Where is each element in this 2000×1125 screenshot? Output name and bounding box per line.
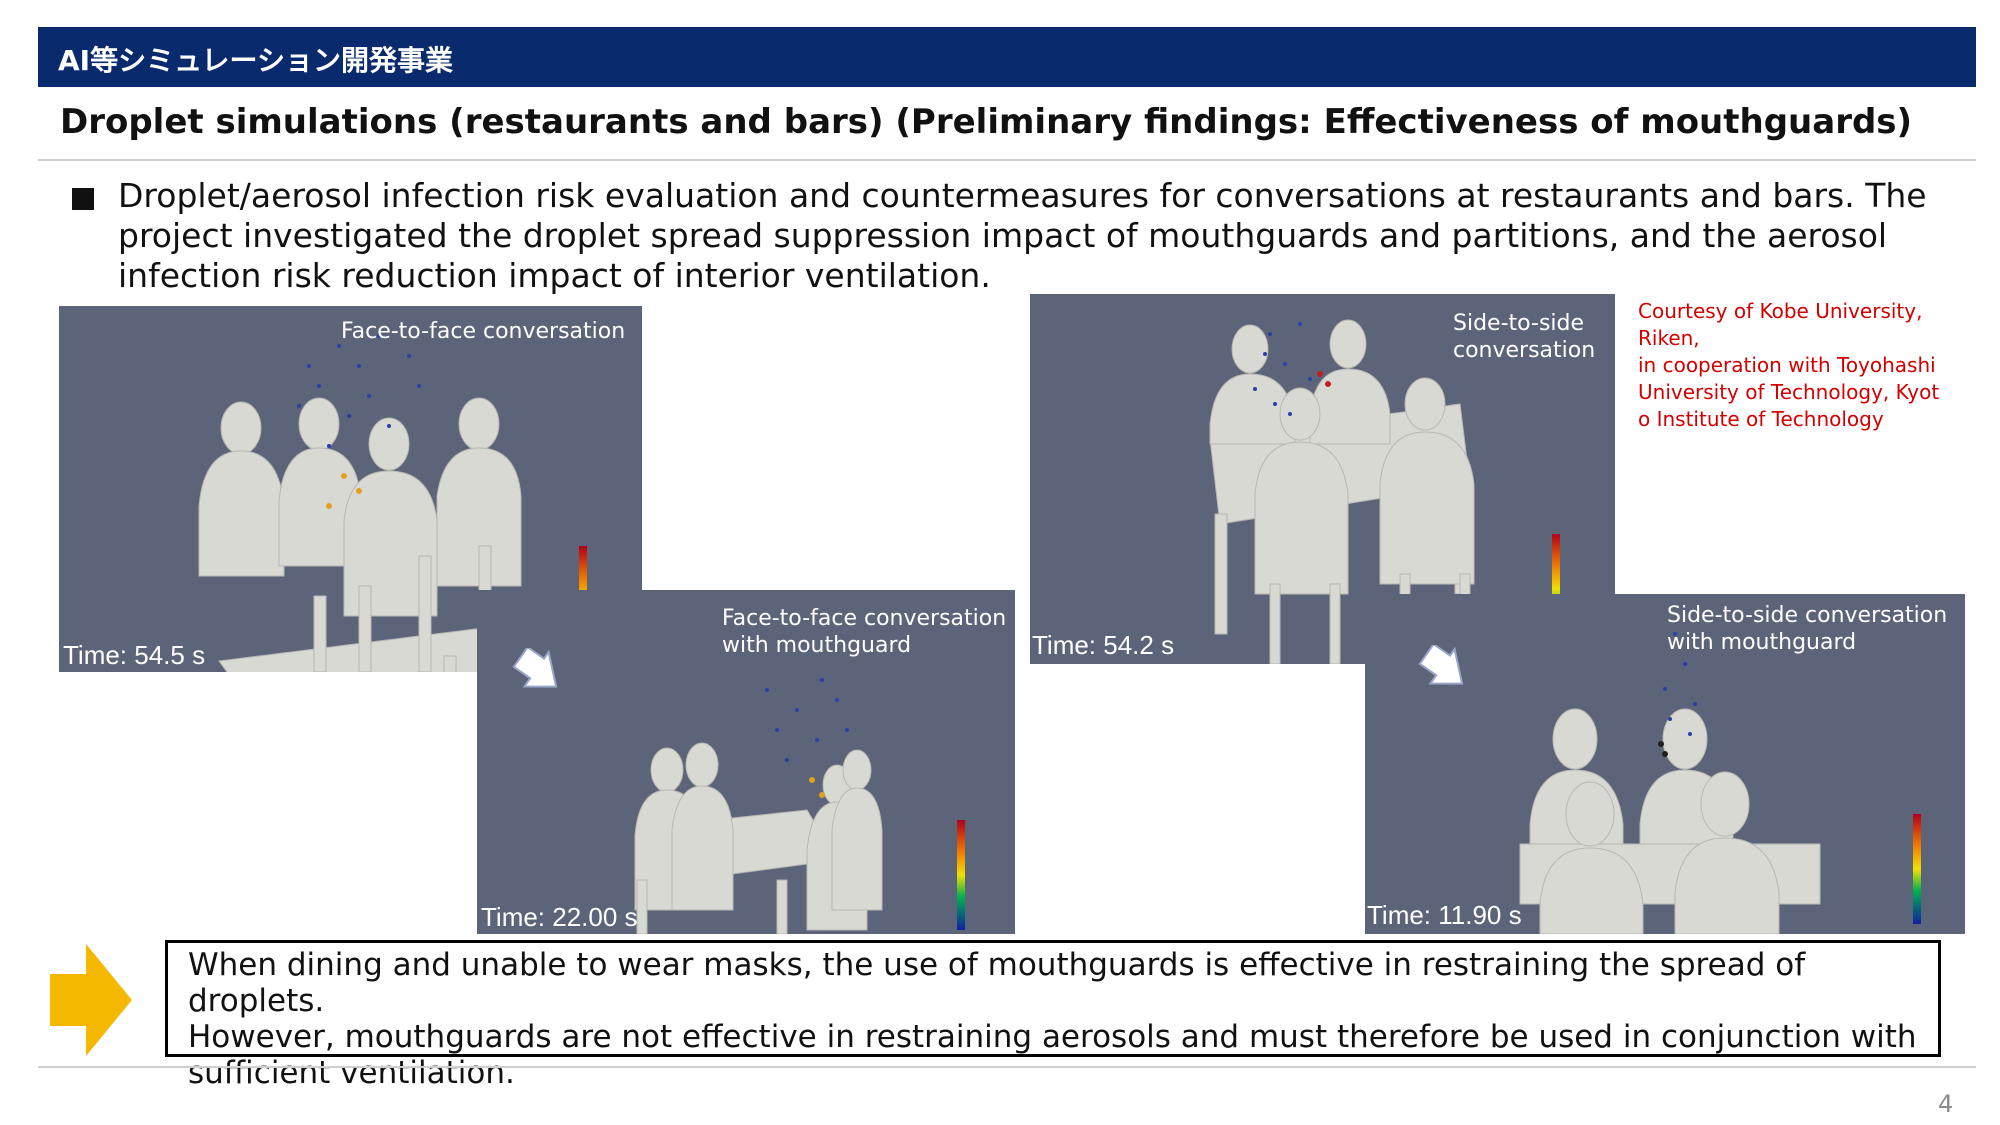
arrow-down-right-icon [512,648,558,688]
panel-label-line-1: Face-to-face conversation [722,606,1007,631]
conclusion-line: sufficient ventilation. [188,1055,515,1091]
panel-time: Time: 54.2 s [1032,630,1175,660]
simulation-face-to-face-mouthguard: Face-to-face conversation with mouthguar… [477,590,1015,934]
credit-line: Riken, [1638,326,1700,350]
panel-label-line-2: with mouthguard [722,633,912,658]
credit-line: in cooperation with Toyohashi [1638,353,1936,377]
arrow-down-right-icon [1418,645,1464,685]
conclusion-line: When dining and unable to wear masks, th… [188,947,1806,1019]
panel-label-line-2: conversation [1453,338,1596,363]
simulation-side-to-side-mouthguard: Side-to-side conversation with mouthguar… [1365,594,1965,934]
intro-paragraph: Droplet/aerosol infection risk evaluatio… [118,176,1927,295]
simulation-render-face-to-face-mouthguard [634,648,965,934]
bullet-square-icon [72,188,94,210]
header-label: AI等シミュレーション開発事業 [58,44,453,77]
simulation-side-to-side: Side-to-side conversation Time: 54.2 s [1030,294,1615,664]
panel-time: Time: 11.90 s [1367,900,1522,930]
footer-divider [38,1066,1976,1068]
simulation-render-side-to-side [1209,319,1560,664]
credit-text: Courtesy of Kobe University, Riken, in c… [1638,298,1978,433]
title-divider [38,159,1976,161]
page-title: Droplet simulations (restaurants and bar… [60,102,1913,142]
panel-time: Time: 22.00 s [481,902,638,932]
credit-line: o Institute of Technology [1638,407,1884,431]
conclusion-box: When dining and unable to wear masks, th… [165,940,1941,1091]
conclusion-text: When dining and unable to wear masks, th… [188,947,1928,1091]
credit-line: Courtesy of Kobe University, [1638,299,1923,323]
credit-line: University of Technology, Kyot [1638,380,1940,404]
panel-label-line-1: Side-to-side conversation [1667,603,1948,628]
arrow-right-icon [50,944,132,1056]
panel-label: Face-to-face conversation [341,319,626,344]
page-number: 4 [1938,1090,1954,1118]
simulation-face-to-face: Face-to-face conversation Time: 54.5 s [59,306,642,672]
panel-time: Time: 54.5 s [63,640,206,670]
simulation-render-side-to-side-mouthguard [1519,632,1921,934]
header-band: AI等シミュレーション開発事業 [38,27,1976,87]
panel-label-line-1: Side-to-side [1453,311,1585,336]
panel-label-line-2: with mouthguard [1667,630,1857,655]
conclusion-line: However, mouthguards are not effective i… [188,1019,1917,1055]
